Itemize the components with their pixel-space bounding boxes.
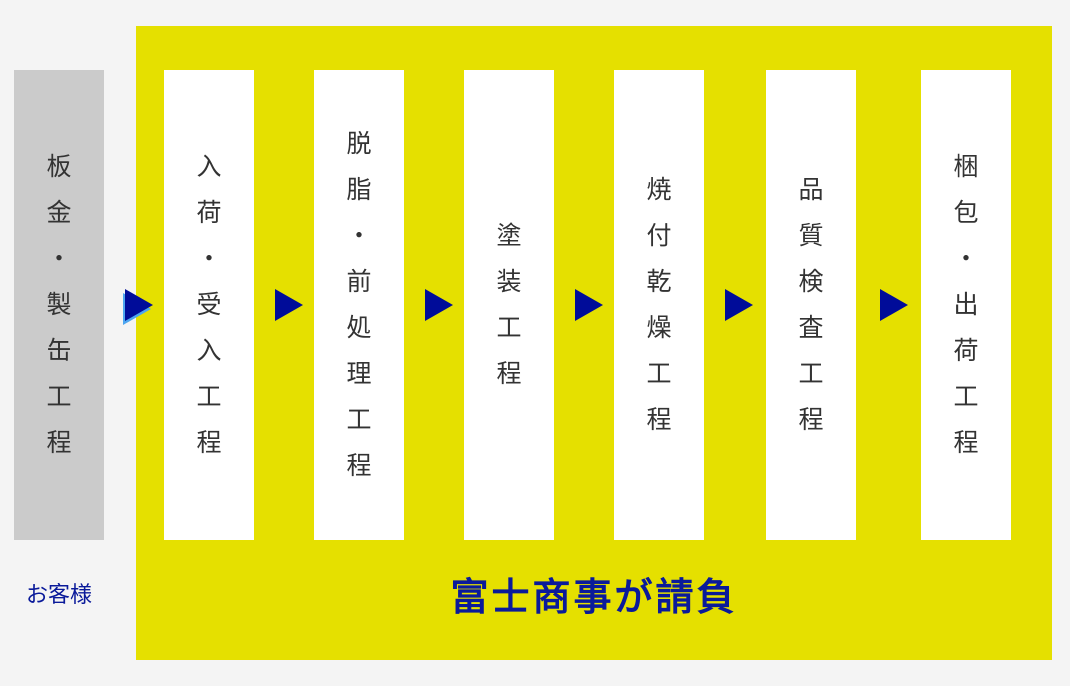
arrow-right-icon — [880, 289, 908, 321]
step-char: 入 — [196, 336, 222, 365]
step-char: 脱 — [346, 129, 372, 158]
step-char: 装 — [496, 267, 522, 296]
step-char: 工 — [346, 405, 372, 434]
process-step-degreasing: 脱 脂 ・ 前 処 理 工 程 — [314, 70, 404, 540]
step-char: 検 — [798, 267, 824, 296]
contractor-panel — [136, 26, 1052, 660]
step-char: 程 — [46, 428, 72, 457]
step-char: 査 — [798, 313, 824, 342]
arrow-right-icon — [275, 289, 303, 321]
step-char: ・ — [346, 221, 372, 250]
step-char: ・ — [46, 244, 72, 273]
step-char: 焼 — [646, 175, 672, 204]
arrow-right-icon — [575, 289, 603, 321]
step-char: 付 — [646, 221, 672, 250]
step-char: 受 — [196, 290, 222, 319]
step-char: 処 — [346, 313, 372, 342]
step-char: 程 — [496, 359, 522, 388]
step-char: 乾 — [646, 267, 672, 296]
step-char: 程 — [196, 428, 222, 457]
step-char: 工 — [646, 359, 672, 388]
arrow-right-icon — [125, 289, 153, 321]
step-char: 程 — [798, 405, 824, 434]
step-char: 程 — [346, 451, 372, 480]
step-char: 包 — [953, 198, 979, 227]
step-char: 脂 — [346, 175, 372, 204]
step-char: 品 — [798, 175, 824, 204]
contractor-label: 富士商事が請負 — [450, 575, 738, 619]
step-char: 板 — [46, 152, 72, 181]
step-char: 質 — [798, 221, 824, 250]
step-char: 前 — [346, 267, 372, 296]
step-char: 理 — [346, 359, 372, 388]
process-step-inspection: 品 質 検 査 工 程 — [766, 70, 856, 540]
step-char: ・ — [196, 244, 222, 273]
step-char: 工 — [496, 313, 522, 342]
process-step-painting: 塗 装 工 程 — [464, 70, 554, 540]
step-char: 工 — [953, 382, 979, 411]
process-step-receiving: 入 荷 ・ 受 入 工 程 — [164, 70, 254, 540]
customer-label: お客様 — [25, 583, 92, 608]
customer-step-box: 板 金 ・ 製 缶 工 程 — [14, 70, 104, 540]
step-char: ・ — [953, 244, 979, 273]
step-char: 程 — [646, 405, 672, 434]
step-char: 缶 — [46, 336, 72, 365]
step-char: 梱 — [953, 152, 979, 181]
step-char: 製 — [46, 290, 72, 319]
step-char: 燥 — [646, 313, 672, 342]
step-char: 塗 — [496, 221, 522, 250]
step-char: 工 — [798, 359, 824, 388]
step-char: 荷 — [953, 336, 979, 365]
step-char: 工 — [46, 382, 72, 411]
arrow-right-icon — [725, 289, 753, 321]
step-char: 金 — [46, 198, 72, 227]
arrow-right-icon — [425, 289, 453, 321]
step-char: 荷 — [196, 198, 222, 227]
step-char: 工 — [196, 382, 222, 411]
step-char: 出 — [953, 290, 979, 319]
step-char: 入 — [196, 152, 222, 181]
step-char: 程 — [953, 428, 979, 457]
process-step-shipping: 梱 包 ・ 出 荷 工 程 — [921, 70, 1011, 540]
process-step-baking: 焼 付 乾 燥 工 程 — [614, 70, 704, 540]
